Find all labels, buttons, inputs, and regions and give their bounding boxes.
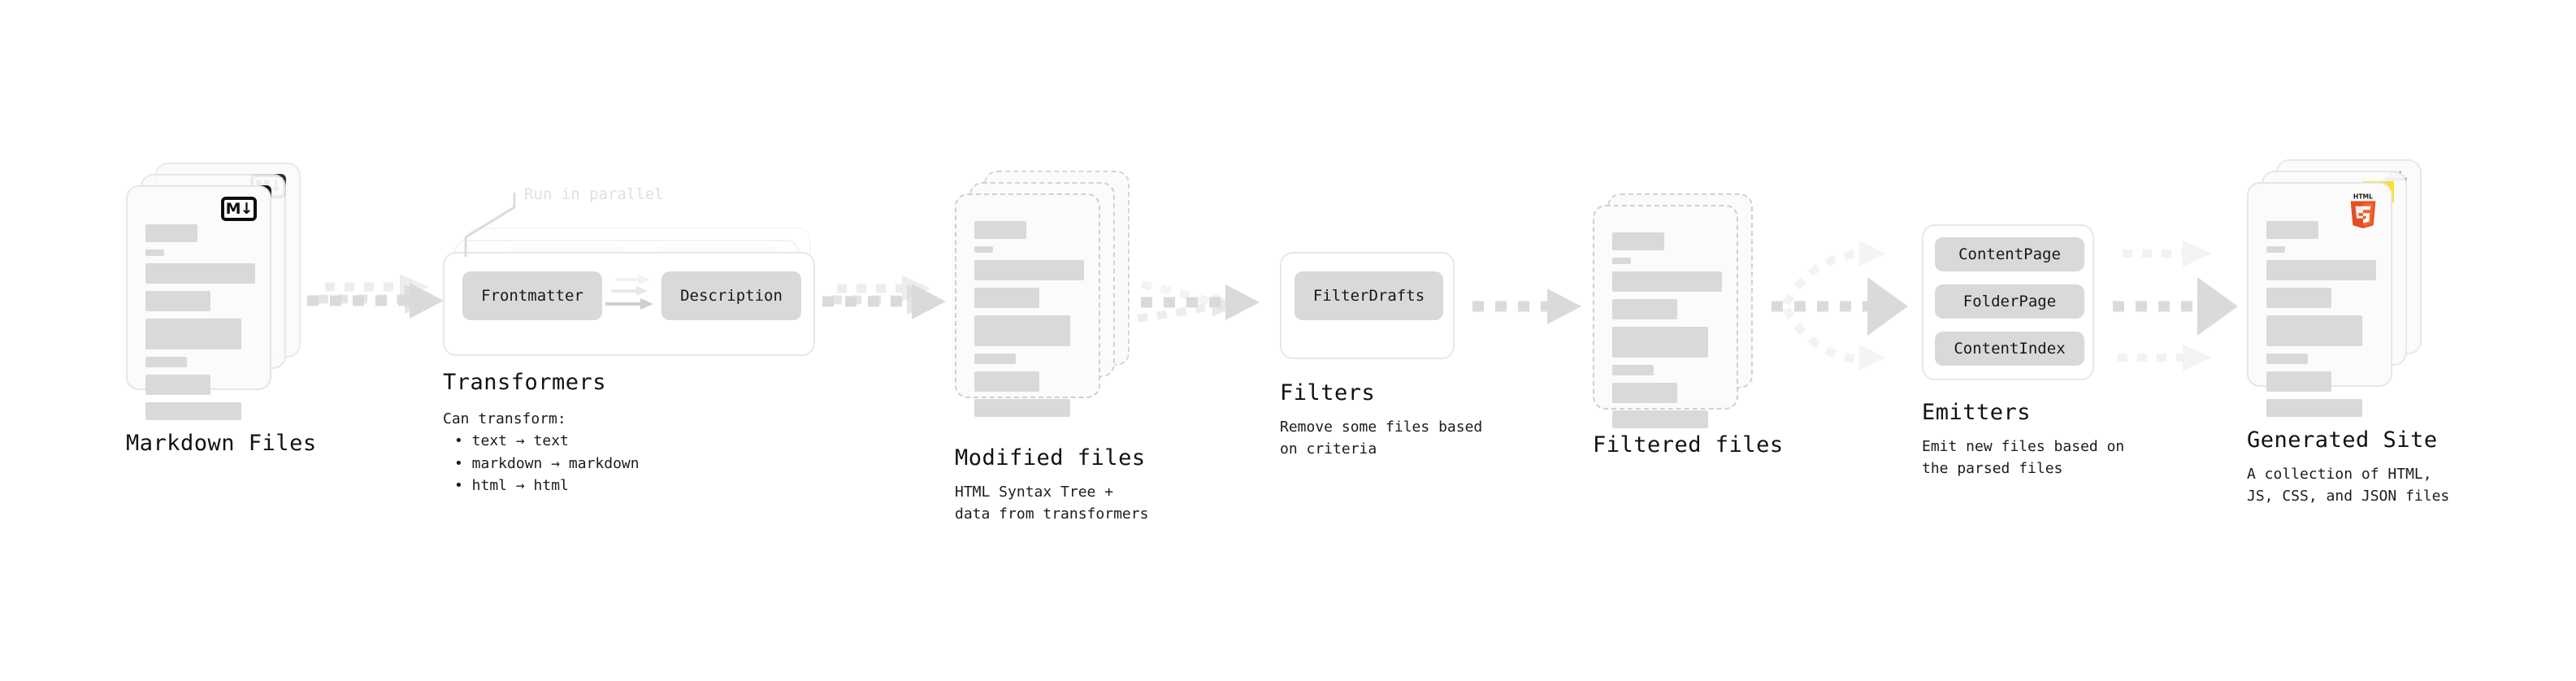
stage-modified-files: Modified files HTML Syntax Tree + data f… bbox=[955, 171, 1148, 523]
skeleton-bar bbox=[145, 291, 210, 311]
run-in-parallel-label: Run in parallel bbox=[524, 185, 664, 203]
skeleton-bar bbox=[145, 402, 241, 420]
emitter-chip-folderpage[interactable]: FolderPage bbox=[1935, 284, 2084, 319]
stage-label-markdown-files: Markdown Files bbox=[126, 431, 317, 456]
html5-icon: HTML bbox=[2347, 192, 2379, 232]
transformers-description: Can transform: • text → text • markdown … bbox=[443, 408, 640, 497]
file-skeleton bbox=[2266, 221, 2376, 424]
skeleton-bar bbox=[145, 357, 187, 367]
skeleton-bar bbox=[974, 399, 1070, 417]
skeleton-bar bbox=[1612, 258, 1631, 264]
skeleton-bar bbox=[2266, 288, 2331, 308]
skeleton-bar bbox=[974, 288, 1039, 308]
filters-group: FilterDrafts bbox=[1280, 252, 1455, 359]
markdown-badge-arrow-3: ↓ bbox=[240, 199, 254, 218]
skeleton-bar bbox=[974, 221, 1026, 239]
skeleton-bar bbox=[2266, 246, 2285, 253]
connector-emitters-to-site bbox=[2113, 241, 2238, 371]
connector-filtered-to-emitters bbox=[1772, 241, 1908, 371]
skeleton-bar bbox=[1612, 271, 1722, 292]
file-card-front bbox=[955, 193, 1100, 417]
skeleton-bar bbox=[974, 260, 1084, 280]
file-skeleton bbox=[145, 224, 255, 427]
file-card-front: HTML bbox=[2247, 182, 2392, 417]
skeleton-bar bbox=[1612, 299, 1677, 319]
skeleton-bar bbox=[1612, 232, 1664, 250]
filtered-file-stack bbox=[1593, 193, 1767, 453]
skeleton-bar bbox=[974, 246, 993, 253]
skeleton-bar bbox=[974, 371, 1039, 392]
transformer-chip-frontmatter[interactable]: Frontmatter bbox=[462, 271, 602, 320]
filter-chip-filterdrafts[interactable]: FilterDrafts bbox=[1295, 271, 1443, 320]
skeleton-bar bbox=[1612, 365, 1654, 375]
skeleton-bar bbox=[2266, 354, 2308, 364]
html5-icon-svg: HTML bbox=[2350, 193, 2376, 229]
skeleton-bar bbox=[145, 319, 241, 349]
filters-description: Remove some files based on criteria bbox=[1280, 419, 1483, 458]
skeleton-bar bbox=[974, 315, 1070, 346]
skeleton-bar bbox=[1612, 383, 1677, 403]
skeleton-bar bbox=[145, 375, 210, 395]
emitter-chip-contentpage[interactable]: ContentPage bbox=[1935, 237, 2084, 271]
stage-transformers: Frontmatter Description Frontmatter Desc… bbox=[443, 185, 833, 494]
skeleton-bar bbox=[145, 263, 255, 284]
skeleton-bar bbox=[1612, 410, 1708, 428]
stage-filters: FilterDrafts Filters Remove some files b… bbox=[1280, 252, 1482, 458]
emitters-description: Emit new files based on the parsed files bbox=[1922, 438, 2125, 478]
generated-site-stack: CSS HTML bbox=[2247, 159, 2426, 419]
file-skeleton bbox=[974, 221, 1084, 424]
modified-file-stack bbox=[955, 171, 1130, 431]
stage-label-filtered-files: Filtered files bbox=[1593, 432, 1784, 458]
connector-markdown-to-transformers bbox=[307, 274, 444, 319]
skeleton-bar bbox=[2266, 315, 2362, 346]
skeleton-bar bbox=[1612, 327, 1708, 358]
markdown-file-stack: M↓ M↓ M↓ bbox=[126, 163, 301, 423]
skeleton-bar bbox=[2266, 221, 2318, 239]
file-card-front: M↓ bbox=[126, 185, 271, 420]
skeleton-bar bbox=[2266, 260, 2376, 280]
stage-markdown-files: M↓ M↓ M↓ bbox=[126, 163, 316, 456]
skeleton-bar bbox=[2266, 399, 2362, 417]
markdown-icon: M↓ bbox=[221, 197, 257, 221]
emitter-chip-contentindex[interactable]: ContentIndex bbox=[1935, 332, 2084, 366]
skeleton-bar bbox=[145, 249, 164, 256]
transformers-desc-item: • text → text bbox=[454, 432, 569, 450]
emitters-group: ContentPage FolderPage ContentIndex bbox=[1922, 224, 2094, 380]
stage-label-modified-files: Modified files bbox=[955, 445, 1146, 471]
connector-modified-to-filters bbox=[1137, 280, 1260, 323]
skeleton-bar bbox=[2266, 371, 2331, 392]
connector-transformers-to-modified bbox=[822, 275, 946, 319]
stage-emitters: ContentPage FolderPage ContentIndex Emit… bbox=[1922, 224, 2124, 477]
stage-generated-site: CSS HTML bbox=[2247, 159, 2449, 505]
stage-filtered-files: Filtered files bbox=[1593, 193, 1783, 458]
skeleton-bar bbox=[145, 224, 197, 242]
connector-filters-to-filtered bbox=[1472, 288, 1581, 324]
skeleton-bar bbox=[974, 354, 1016, 364]
file-skeleton bbox=[1612, 232, 1722, 436]
stage-label-transformers: Transformers bbox=[443, 370, 607, 395]
transformer-group-front: Frontmatter Description bbox=[443, 252, 815, 356]
transformers-desc-item: • html → html bbox=[454, 477, 569, 495]
generated-site-description: A collection of HTML, JS, CSS, and JSON … bbox=[2247, 466, 2450, 505]
svg-text:HTML: HTML bbox=[2353, 193, 2373, 201]
stage-label-emitters: Emitters bbox=[1922, 400, 2032, 425]
stage-label-generated-site: Generated Site bbox=[2247, 427, 2438, 453]
transformer-chip-description[interactable]: Description bbox=[661, 271, 801, 320]
transformers-desc-item: • markdown → markdown bbox=[454, 454, 640, 472]
file-card-front bbox=[1593, 205, 1738, 428]
transformers-desc-heading: Can transform: bbox=[443, 410, 566, 427]
modified-files-description: HTML Syntax Tree + data from transformer… bbox=[955, 484, 1149, 523]
markdown-badge-letter-3: M bbox=[225, 199, 241, 218]
transformer-stack: Frontmatter Description Frontmatter Desc… bbox=[443, 187, 833, 366]
stage-label-filters: Filters bbox=[1280, 380, 1376, 406]
